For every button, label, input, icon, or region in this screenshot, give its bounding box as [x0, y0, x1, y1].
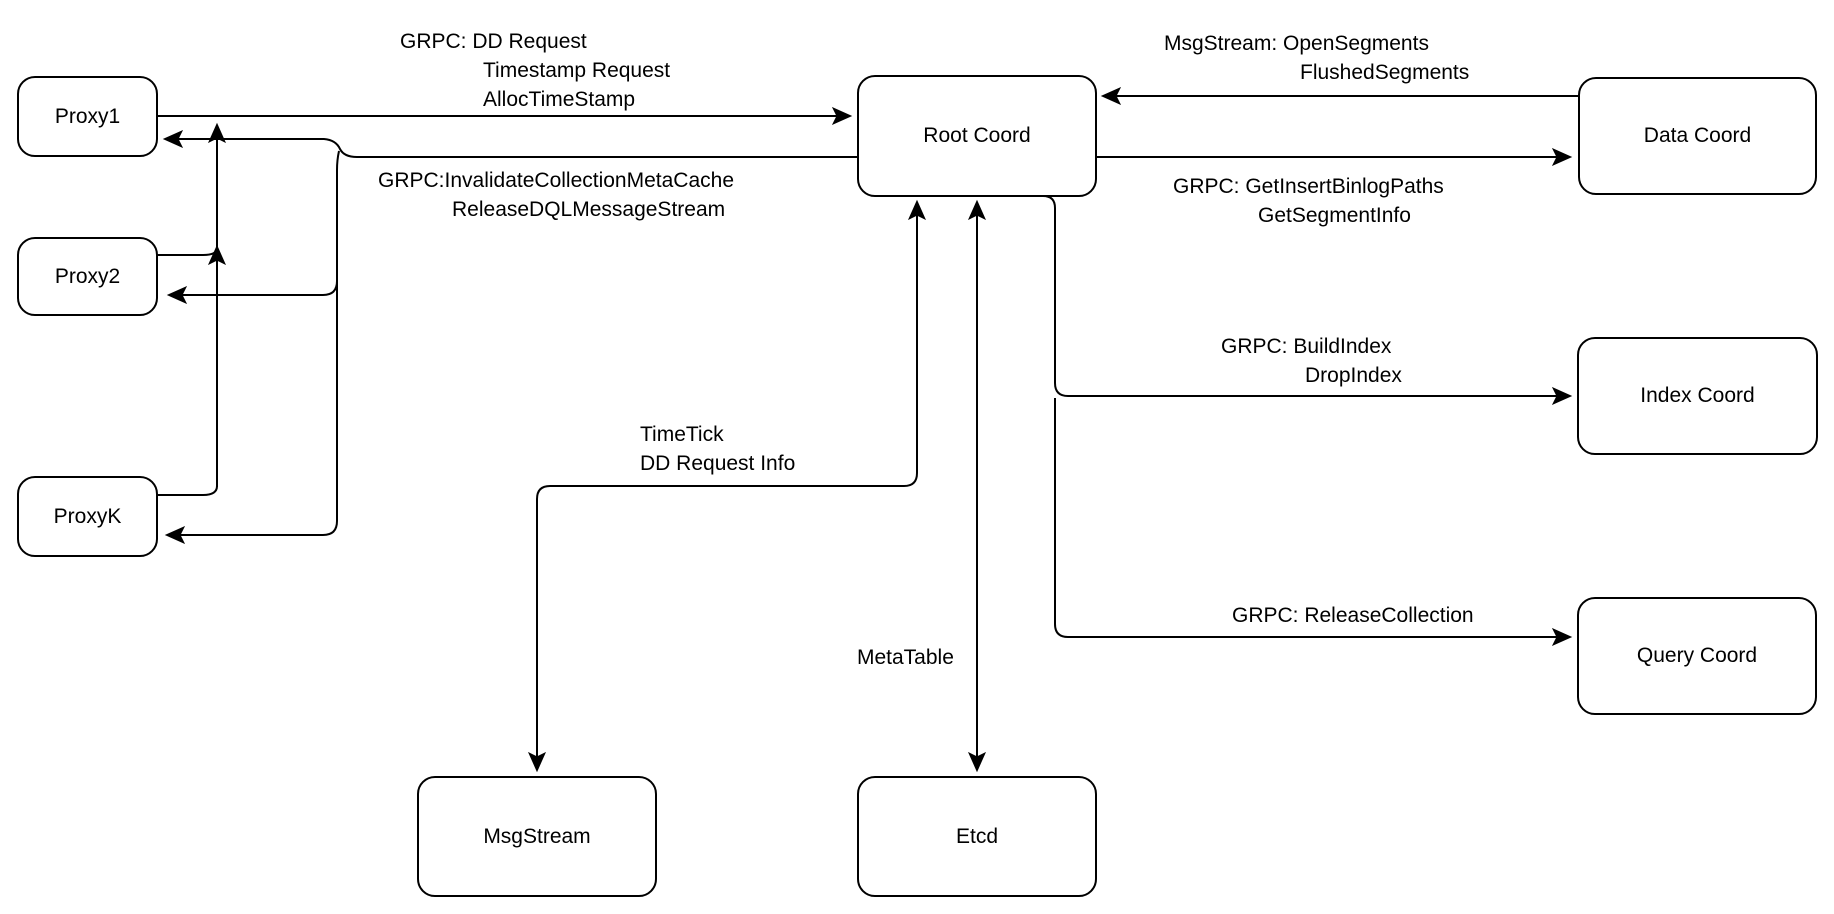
node-msgstream-label: MsgStream — [483, 824, 591, 848]
edge-label-line: GRPC:InvalidateCollectionMetaCache — [378, 169, 735, 192]
node-indexcoord: Index Coord — [1577, 337, 1818, 455]
edge-label-rootcoord-to-msgstream: TimeTick DD Request Info — [640, 420, 795, 478]
node-etcd: Etcd — [857, 776, 1097, 897]
edge-rootcoord-to-proxy1 — [166, 139, 857, 158]
node-proxy2: Proxy2 — [17, 237, 158, 316]
node-proxyk-label: ProxyK — [53, 504, 122, 528]
node-etcd-label: Etcd — [955, 824, 999, 848]
edge-label-rootcoord-to-querycoord: GRPC: ReleaseCollection — [1232, 601, 1474, 630]
edge-label-rootcoord-to-proxies: GRPC:InvalidateCollectionMetaCache Relea… — [378, 166, 734, 224]
edge-label-proxies-to-rootcoord: GRPC: DD Request Timestamp Request Alloc… — [400, 27, 670, 114]
edge-label-line: MetaTable — [857, 646, 954, 669]
edge-label-rootcoord-to-etcd: MetaTable — [857, 643, 954, 672]
node-proxy1-label: Proxy1 — [54, 104, 121, 128]
node-proxy2-label: Proxy2 — [54, 264, 121, 288]
edge-label-line: GRPC: GetInsertBinlogPaths — [1173, 175, 1444, 198]
edge-label-rootcoord-to-datacoord: GRPC: GetInsertBinlogPaths GetSegmentInf… — [1173, 172, 1444, 230]
edge-rootcoord-to-msgstream — [537, 203, 917, 769]
edge-label-line: DD Request Info — [640, 452, 796, 475]
edge-label-line: TimeTick — [640, 423, 724, 446]
edge-label-line: Timestamp Request — [483, 59, 671, 82]
node-querycoord: Query Coord — [1577, 597, 1817, 715]
edge-label-line: GRPC: DD Request — [400, 30, 587, 53]
edge-label-line: GRPC: BuildIndex — [1221, 335, 1392, 358]
edge-proxy2-merge — [157, 248, 217, 255]
node-querycoord-label: Query Coord — [1636, 644, 1758, 667]
node-datacoord: Data Coord — [1578, 77, 1817, 195]
edge-label-line: FlushedSegments — [1300, 61, 1470, 84]
edge-rootcoord-to-querycoord — [1054, 398, 1569, 637]
edge-label-line: DropIndex — [1305, 364, 1402, 387]
edge-label-line: ReleaseDQLMessageStream — [452, 198, 726, 221]
edge-label-line: GRPC: ReleaseCollection — [1232, 604, 1474, 627]
edge-label-rootcoord-to-indexcoord: GRPC: BuildIndex DropIndex — [1221, 332, 1402, 390]
edge-rootcoord-to-proxy2 — [170, 280, 338, 295]
node-rootcoord-label: Root Coord — [923, 124, 1031, 147]
edge-label-line: GetSegmentInfo — [1258, 204, 1411, 227]
edge-label-line: MsgStream: OpenSegments — [1164, 32, 1429, 55]
node-proxy1: Proxy1 — [17, 76, 158, 157]
edge-label-line: AllocTimeStamp — [483, 88, 636, 111]
edge-rootcoord-to-proxyk — [168, 150, 340, 535]
edge-proxyk-merge — [157, 485, 218, 496]
node-indexcoord-label: Index Coord — [1640, 384, 1755, 407]
node-rootcoord: Root Coord — [857, 75, 1097, 197]
node-proxyk: ProxyK — [17, 476, 158, 557]
node-msgstream: MsgStream — [417, 776, 657, 897]
edge-label-datacoord-to-rootcoord: MsgStream: OpenSegments FlushedSegments — [1164, 29, 1469, 87]
node-datacoord-label: Data Coord — [1643, 124, 1752, 147]
